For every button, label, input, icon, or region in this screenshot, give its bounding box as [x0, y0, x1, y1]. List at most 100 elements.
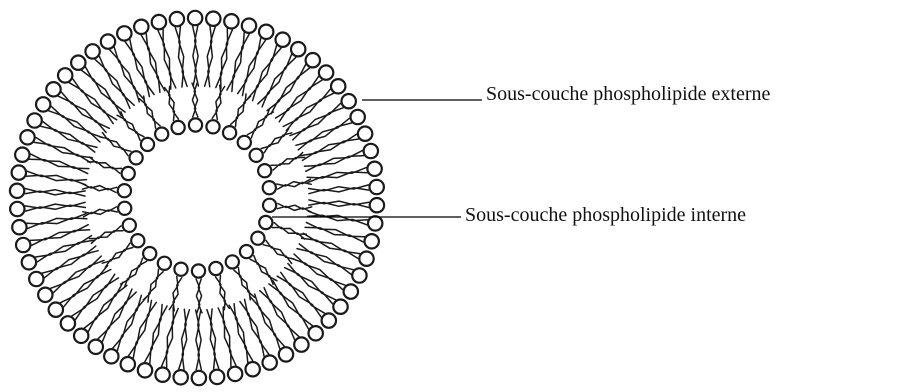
phosphate-head	[352, 268, 366, 282]
inner-phospholipid	[263, 179, 312, 194]
phosphate-head	[258, 164, 271, 177]
phosphate-head	[210, 370, 224, 384]
inner-phospholipid	[258, 153, 305, 178]
phosphate-head	[331, 79, 345, 93]
outer-phospholipid	[216, 14, 239, 89]
inner-phospholipid	[259, 216, 306, 239]
outer-phospholipid	[309, 180, 384, 194]
inner-phospholipid	[121, 247, 157, 287]
inner-phospholipid	[165, 86, 185, 134]
inner-phospholipid	[192, 264, 205, 313]
fatty-acid-tail	[232, 34, 249, 91]
outer-layer-label: Sous-couche phospholipide externe	[486, 84, 770, 104]
inner-phospholipid	[209, 262, 229, 310]
phosphate-head	[276, 33, 290, 47]
fatty-acid-tail	[221, 30, 233, 89]
fatty-acid-tail	[277, 206, 311, 212]
fatty-acid-tail	[229, 305, 248, 362]
inner-phospholipid	[240, 245, 277, 284]
outer-phospholipid	[309, 198, 384, 212]
fatty-acid-tail	[117, 115, 140, 140]
inner-phospholipid	[206, 85, 224, 133]
phosphate-head	[250, 149, 263, 162]
inner-phospholipid	[89, 219, 136, 244]
inner-phospholipid	[102, 234, 144, 267]
phosphate-head	[22, 255, 36, 269]
phosphate-head	[209, 262, 222, 275]
phosphate-head	[206, 120, 219, 133]
inner-phospholipid	[226, 255, 255, 300]
phosphate-head	[131, 234, 144, 247]
phosphate-head	[15, 148, 29, 162]
phosphate-head	[121, 357, 135, 371]
phosphate-head	[10, 202, 24, 216]
fatty-acid-tail	[302, 238, 358, 258]
fatty-acid-tail	[248, 46, 277, 99]
phosphate-head	[20, 130, 34, 144]
phosphate-head	[174, 370, 188, 384]
fatty-acid-tail	[261, 129, 289, 149]
outer-phospholipid	[27, 113, 97, 152]
outer-phospholipid	[240, 299, 277, 369]
phosphate-head	[365, 234, 379, 248]
outer-phospholipid	[192, 310, 206, 385]
fatty-acid-tail	[297, 249, 351, 275]
outer-phospholipid	[277, 272, 336, 327]
fatty-acid-tail	[296, 118, 350, 145]
fatty-acid-tail	[250, 259, 273, 284]
inner-phospholipid	[223, 94, 251, 139]
outer-phospholipid	[134, 20, 165, 93]
phosphate-head	[242, 19, 256, 33]
fatty-acid-tail	[139, 99, 155, 129]
inner-phospholipid	[100, 133, 143, 165]
fatty-acid-tail	[125, 261, 147, 287]
phosphate-head	[130, 151, 143, 164]
phosphate-head	[138, 363, 152, 377]
phosphate-head	[322, 313, 336, 327]
fatty-acid-tail	[43, 122, 97, 148]
fatty-acid-tail	[100, 137, 128, 156]
fatty-acid-tail	[266, 240, 294, 259]
outer-phospholipid	[10, 202, 85, 216]
phosphate-head	[172, 121, 185, 134]
fatty-acid-tail	[216, 29, 228, 88]
phosphate-head	[319, 65, 333, 79]
outer-phospholipid	[276, 65, 334, 121]
phosphate-head	[251, 232, 264, 245]
fatty-acid-tail	[251, 112, 273, 138]
outer-phospholipid	[10, 184, 85, 198]
fatty-acid-tail	[298, 123, 352, 150]
outer-phospholipid	[297, 244, 367, 283]
phosphate-head	[368, 216, 382, 230]
outer-phospholipid	[170, 12, 187, 87]
fatty-acid-tail	[121, 112, 144, 137]
fatty-acid-tail	[26, 205, 86, 211]
phosphate-head	[123, 219, 136, 232]
phosphate-head	[155, 128, 168, 141]
phosphate-head	[240, 245, 253, 258]
phosphate-head	[36, 97, 50, 111]
phosphate-head	[16, 238, 30, 252]
inner-layer-label: Sous-couche phospholipide interne	[465, 205, 746, 225]
phosphate-head	[117, 26, 131, 40]
inner-phospholipid	[82, 184, 131, 197]
fatty-acid-tail	[105, 248, 133, 268]
phosphate-head	[46, 82, 60, 96]
inner-phospholipid	[117, 112, 154, 151]
phosphate-head	[192, 371, 206, 385]
outer-phospholipid	[218, 307, 242, 381]
phosphate-head	[10, 184, 24, 198]
fatty-acid-tail	[278, 204, 312, 210]
phosphate-head	[223, 126, 236, 139]
phosphate-head	[359, 252, 373, 266]
fatty-acid-tail	[102, 243, 130, 263]
fatty-acid-tail	[144, 96, 160, 126]
fatty-acid-tail	[36, 138, 92, 158]
phosphate-head	[134, 20, 148, 34]
inner-phospholipid	[189, 83, 202, 132]
fatty-acid-tail	[254, 256, 277, 281]
fatty-acid-tail	[141, 35, 160, 92]
inner-phospholipid	[238, 109, 274, 149]
phosphate-head	[118, 202, 131, 215]
